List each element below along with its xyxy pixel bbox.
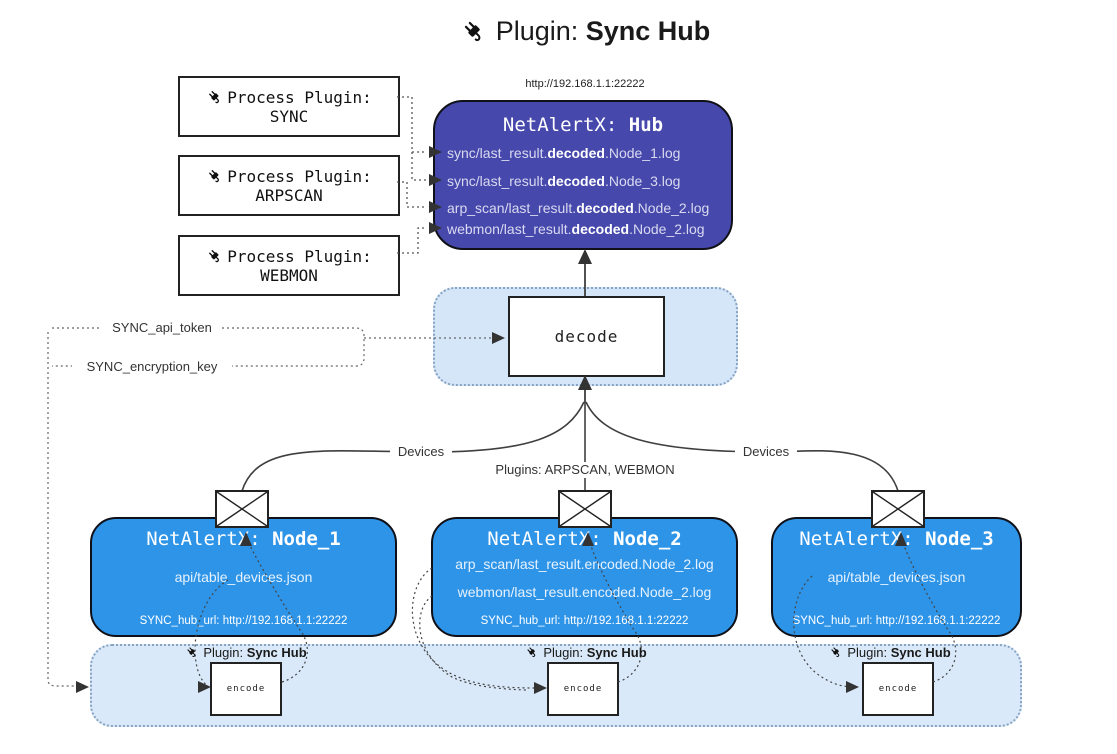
plug-icon [209, 169, 220, 182]
sync-api-token-label: SYNC_api_token [102, 320, 222, 336]
node-file-line: arp_scan/last_result.encoded.Node_2.log [455, 556, 714, 572]
netalertx-node2-box: NetAlertX: Node_2 arp_scan/last_result.e… [431, 517, 738, 637]
netalertx-hub-box: NetAlertX: Hub sync/last_result.decoded.… [433, 100, 733, 250]
process-plugin-sync-box: Process Plugin: SYNC [178, 76, 400, 137]
hub-log-line: sync/last_result.decoded.Node_1.log [447, 145, 681, 161]
encode-box: encode [547, 662, 619, 716]
node-hub-url: SYNC_hub_url: http://192.168.1.1:22222 [480, 615, 689, 627]
sync-encryption-key-label: SYNC_encryption_key [72, 359, 232, 375]
page-title-bold: Sync Hub [585, 16, 711, 46]
node-hub-url: SYNC_hub_url: http://192.168.1.1:22222 [792, 615, 1001, 627]
process-plugin-name: SYNC [269, 106, 309, 126]
node-hub-url: SYNC_hub_url: http://192.168.1.1:22222 [139, 615, 348, 627]
process-plugin-title: Process Plugin: [227, 246, 372, 266]
encoder-label: Plugin: Sync Hub [506, 644, 666, 661]
encoder-label: Plugin: Sync Hub [166, 644, 326, 661]
node-title: NetAlertX: Node_3 [799, 528, 994, 550]
process-plugin-title: Process Plugin: [227, 87, 372, 107]
process-plugin-name: WEBMON [260, 265, 318, 285]
hub-log-line: arp_scan/last_result.decoded.Node_2.log [447, 200, 710, 216]
node-title: NetAlertX: Node_1 [146, 528, 341, 550]
process-plugin-title: Process Plugin: [227, 166, 372, 186]
node-title: NetAlertX: Node_2 [487, 528, 682, 550]
plug-icon [464, 21, 481, 41]
hub-title: NetAlertX: Hub [502, 114, 664, 136]
edge-label-devices-left: Devices [390, 444, 452, 460]
envelope-icon [558, 490, 612, 528]
node-file-line: webmon/last_result.encoded.Node_2.log [457, 584, 712, 600]
process-plugin-arpscan-box: Process Plugin: ARPSCAN [178, 155, 400, 216]
encode-box: encode [210, 662, 282, 716]
node-file-line: api/table_devices.json [827, 569, 966, 585]
process-plugin-webmon-box: Process Plugin: WEBMON [178, 235, 400, 296]
encoder-label: Plugin: Sync Hub [810, 644, 970, 661]
plug-icon [209, 249, 220, 262]
decode-box: decode [508, 296, 665, 377]
encode-box: encode [862, 662, 934, 716]
netalertx-node1-box: NetAlertX: Node_1 api/table_devices.json… [90, 517, 397, 637]
envelope-icon [871, 490, 925, 528]
netalertx-node3-box: NetAlertX: Node_3 api/table_devices.json… [771, 517, 1022, 637]
plug-icon [209, 90, 220, 103]
hub-log-line: webmon/last_result.decoded.Node_2.log [447, 221, 705, 237]
edge-label-plugins: Plugins: ARPSCAN, WEBMON [485, 462, 685, 478]
plug-icon [527, 647, 536, 658]
process-plugin-name: ARPSCAN [255, 185, 323, 205]
edge-label-devices-right: Devices [735, 444, 797, 460]
page-title: Plugin: Sync Hub [385, 16, 785, 47]
hub-url-label: http://192.168.1.1:22222 [525, 78, 645, 90]
envelope-icon [215, 490, 269, 528]
page-title-prefix: Plugin: [495, 16, 586, 46]
hub-log-line: sync/last_result.decoded.Node_3.log [447, 173, 681, 189]
node-file-line: api/table_devices.json [174, 569, 313, 585]
plug-icon [187, 647, 196, 658]
plug-icon [831, 647, 840, 658]
